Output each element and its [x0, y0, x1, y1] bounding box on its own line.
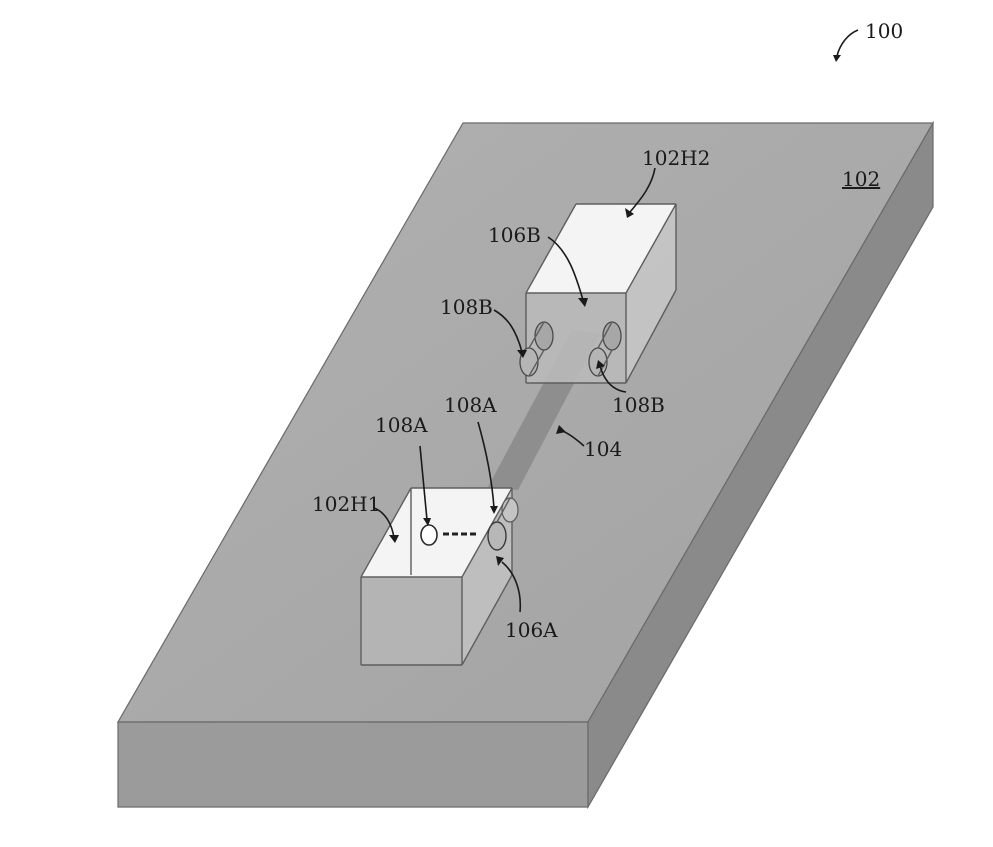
label-108b-right: 108B — [612, 393, 665, 417]
label-102h2: 102H2 — [642, 146, 710, 170]
label-106a: 106A — [505, 618, 558, 642]
substrate-side-face — [587, 120, 934, 810]
lower-cavity — [360, 487, 519, 666]
label-108a-left: 108A — [375, 413, 428, 437]
label-108a-right: 108A — [444, 393, 497, 417]
label-106b: 106B — [488, 223, 541, 247]
lower-lens-right — [487, 497, 519, 551]
label-100: 100 — [865, 19, 903, 43]
label-102h1: 102H1 — [312, 492, 380, 516]
lower-lens-left — [420, 524, 438, 546]
leader-lines — [373, 29, 859, 613]
reference-labels: 100 102 102H2 106B 108B 108B 104 108A 10… — [312, 19, 903, 642]
label-102: 102 — [842, 167, 880, 191]
label-108b-left: 108B — [440, 295, 493, 319]
label-104: 104 — [584, 437, 622, 461]
upper-cavity-side — [626, 204, 676, 383]
lower-cavity-wall-106a — [361, 577, 462, 665]
substrate-front-face — [117, 721, 589, 808]
